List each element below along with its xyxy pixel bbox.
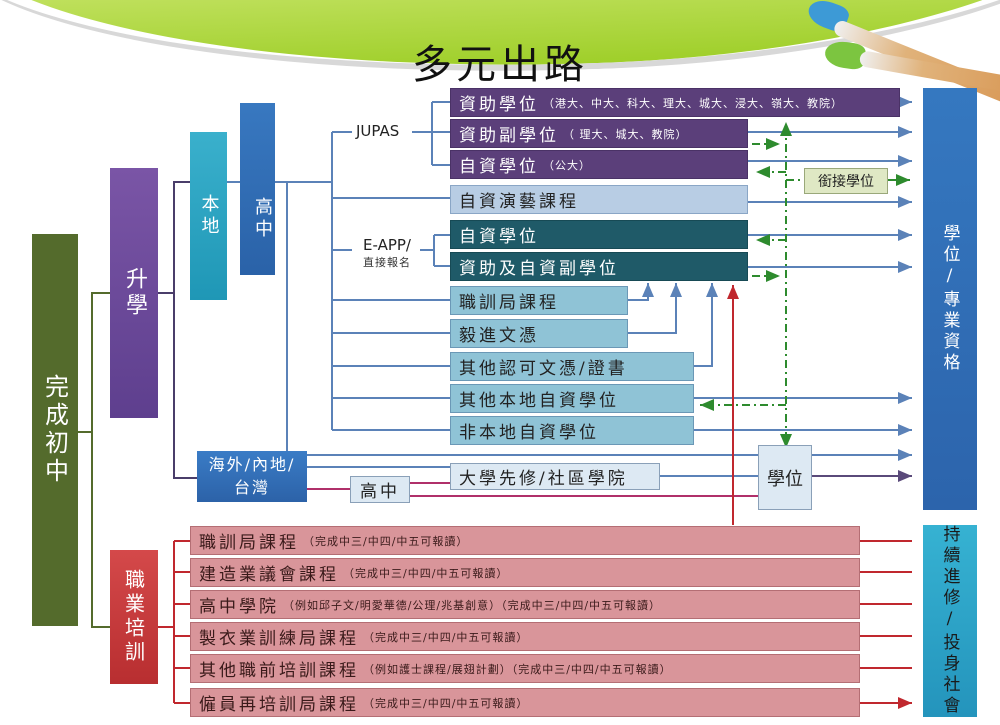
item-main: 其他職前培訓課程 (199, 661, 359, 681)
local-box: 本地 (190, 132, 227, 300)
outcome-degree-label: 學位/專業資格 (939, 224, 960, 374)
line-overseas-hs (307, 482, 758, 497)
line-voc-out (860, 540, 912, 703)
community-college-box[interactable]: 大學先修/社區學院 (450, 463, 660, 490)
high-school-box: 高中 (240, 103, 275, 275)
eapp-item-subdegree[interactable]: 資助及自資副學位 (450, 252, 748, 281)
other-local-item-yijin[interactable]: 毅進文憑 (450, 319, 628, 348)
line-jupas (332, 101, 450, 166)
vocational-item-cic[interactable]: 建造業議會課程 （完成中三/中四/中五可報讀） (190, 558, 860, 587)
item-main: 自資演藝課程 (459, 192, 579, 212)
item-note: （公大） (543, 158, 591, 172)
item-note: （完成中三/中四/中五可報讀） (303, 534, 469, 548)
item-main: 自資學位 (459, 157, 539, 177)
bridging-label: 銜接學位 (818, 174, 874, 190)
item-main: 僱員再培訓局課程 (199, 695, 359, 715)
eapp-item-selffinanced-degree[interactable]: 自資學位 (450, 220, 748, 249)
root-label: 完成初中 (40, 374, 69, 486)
eapp-label: E-APP/ 直接報名 (352, 236, 422, 270)
outcome-degree-box: 學位/專業資格 (923, 88, 977, 510)
other-local-item-vtc[interactable]: 職訓局課程 (450, 286, 628, 315)
other-local-item-other-degree[interactable]: 其他本地自資學位 (450, 384, 694, 413)
study-box: 升學 (110, 168, 158, 418)
outcome-continue-box: 持續進修/投身社會 (923, 525, 977, 717)
item-note: （例如護士課程/展翅計劃）（完成中三/中四/中五可報讀） (363, 662, 672, 676)
jupas-label: JUPAS (356, 122, 400, 140)
item-note: （ 理大、城大、教院） (563, 127, 688, 141)
vocational-label: 職業培訓 (121, 569, 146, 665)
item-note: （完成中三/中四/中五可報讀） (363, 630, 529, 644)
other-local-item-nonlocal-degree[interactable]: 非本地自資學位 (450, 416, 694, 445)
item-note: （完成中三/中四/中五可報讀） (343, 566, 509, 580)
eapp-label-top: E-APP/ (363, 236, 411, 254)
jupas-item-subsidised-degree[interactable]: 資助學位 （港大、中大、科大、理大、城大、浸大、嶺大、教院） (450, 88, 900, 117)
jupas-item-subsidised-subdegree[interactable]: 資助副學位 （ 理大、城大、教院） (450, 119, 748, 148)
line-vocational-branch (158, 540, 190, 704)
vocational-item-clothing[interactable]: 製衣業訓練局課程 （完成中三/中四/中五可報讀） (190, 622, 860, 651)
item-note: （港大、中大、科大、理大、城大、浸大、嶺大、教院） (543, 96, 843, 110)
item-main: 毅進文憑 (459, 326, 539, 346)
item-main: 自資學位 (459, 227, 539, 247)
line-other-local (332, 299, 450, 431)
line-othercert-up (694, 283, 718, 367)
outcome-continue-label: 持續進修/投身社會 (939, 525, 960, 717)
item-main: 資助及自資副學位 (459, 259, 619, 279)
vocational-item-vtc[interactable]: 職訓局課程 （完成中三/中四/中五可報讀） (190, 526, 860, 555)
other-local-item-other-cert[interactable]: 其他認可文憑/證書 (450, 352, 694, 381)
root-box: 完成初中 (32, 234, 78, 626)
degree-box[interactable]: 學位 (758, 445, 812, 510)
vocational-item-hs-institute[interactable]: 高中學院 （例如邱子文/明愛華德/公理/兆基創意）（完成中三/中四/中五可報讀） (190, 590, 860, 619)
community-college-label: 大學先修/社區學院 (459, 469, 628, 489)
eapp-label-bottom: 直接報名 (363, 256, 411, 269)
item-main: 職訓局課程 (199, 533, 299, 553)
overseas-hs-label: 高中 (360, 482, 400, 502)
local-label: 本地 (198, 194, 220, 238)
line-hs-trunk (274, 181, 332, 455)
line-eapp (332, 234, 450, 267)
item-main: 非本地自資學位 (459, 423, 599, 443)
line-yijin-up (628, 283, 682, 334)
bridging-degree-box[interactable]: 銜接學位 (804, 168, 888, 194)
page-title: 多元出路 (412, 42, 588, 88)
item-main: 建造業議會課程 (199, 565, 339, 585)
overseas-high-school-box[interactable]: 高中 (350, 476, 410, 503)
overseas-label: 海外/內地/台灣 (208, 455, 296, 497)
line-root-branch (78, 292, 110, 628)
vocational-item-other-pretraining[interactable]: 其他職前培訓課程 （例如護士課程/展翅計劃）（完成中三/中四/中五可報讀） (190, 654, 860, 683)
study-label: 升學 (122, 267, 147, 319)
line-study-branch (158, 181, 197, 479)
performing-arts-box[interactable]: 自資演藝課程 (450, 185, 748, 214)
degree-label: 學位 (767, 468, 803, 490)
high-school-label: 高中 (252, 197, 273, 241)
vocational-box: 職業培訓 (110, 550, 158, 684)
overseas-box: 海外/內地/台灣 (197, 451, 307, 502)
item-main: 職訓局課程 (459, 293, 559, 313)
jupas-item-selffinanced-degree[interactable]: 自資學位 （公大） (450, 150, 748, 179)
item-main: 資助副學位 (459, 126, 559, 146)
line-overseas-cc (307, 466, 758, 477)
item-main: 其他本地自資學位 (459, 391, 619, 411)
item-main: 高中學院 (199, 597, 279, 617)
item-note: （例如邱子文/明愛華德/公理/兆基創意）（完成中三/中四/中五可報讀） (283, 598, 662, 612)
item-main: 其他認可文憑/證書 (459, 359, 628, 379)
line-vtc-up (628, 283, 654, 301)
vocational-item-erb[interactable]: 僱員再培訓局課程 （完成中三/中四/中五可報讀） (190, 688, 860, 717)
item-main: 製衣業訓練局課程 (199, 629, 359, 649)
item-note: （完成中三/中四/中五可報讀） (363, 696, 529, 710)
item-main: 資助學位 (459, 95, 539, 115)
